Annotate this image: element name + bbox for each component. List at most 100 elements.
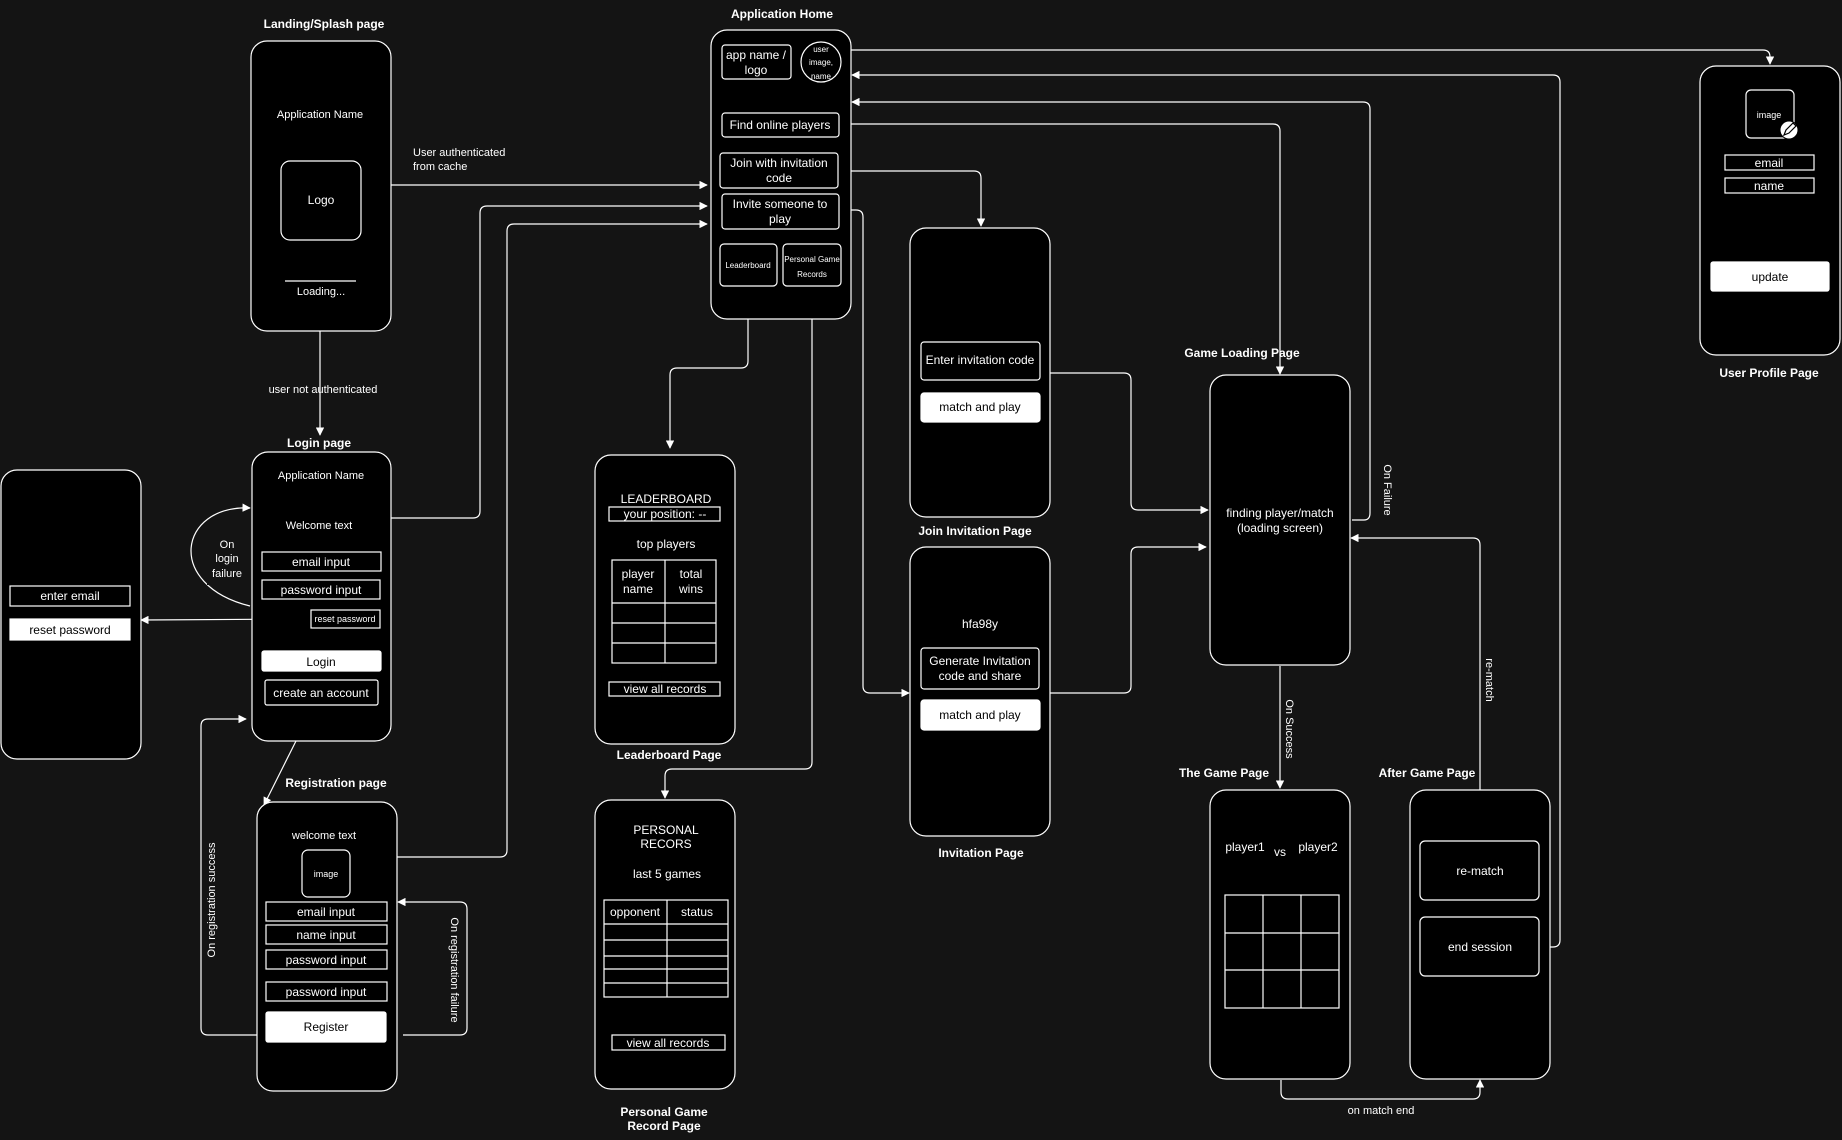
on-success-label-bg bbox=[1282, 695, 1298, 760]
after-game-page: re-match end session bbox=[1409, 789, 1551, 1080]
edge-label-rematch: re-match bbox=[1483, 658, 1495, 701]
game-page: player1 vs player2 bbox=[1209, 789, 1351, 1080]
player1-label: player1 bbox=[1225, 840, 1265, 854]
leaderboard-col-wins-2: wins bbox=[678, 582, 703, 596]
reset-email-label: enter email bbox=[40, 589, 99, 603]
invite-someone-button[interactable] bbox=[721, 193, 840, 230]
login-password-field[interactable] bbox=[261, 579, 381, 600]
personal-col-opponent: opponent bbox=[610, 905, 661, 919]
find-players-label: Find online players bbox=[730, 118, 831, 132]
registration-email-field[interactable] bbox=[265, 901, 388, 922]
edge-registration-success bbox=[200, 714, 257, 1036]
generate-invitation-label-2: code and share bbox=[939, 669, 1022, 683]
edge-label-match-end: on match end bbox=[1348, 1105, 1415, 1117]
personal-records-page: PERSONAL RECORS last 5 games opponent st… bbox=[594, 799, 736, 1090]
edge-registration-failure bbox=[397, 897, 468, 1036]
user-profile-page: image email name update bbox=[1699, 65, 1841, 356]
leaderboard-button[interactable] bbox=[719, 243, 778, 287]
page-titles: Landing/Splash page Application Home Log… bbox=[264, 7, 1819, 1133]
registration-password-label: password input bbox=[286, 953, 367, 967]
title-join-invite: Join Invitation Page bbox=[918, 524, 1032, 538]
profile-image-box[interactable] bbox=[1745, 89, 1795, 139]
leaderboard-col-player-2: name bbox=[623, 582, 653, 596]
title-landing: Landing/Splash page bbox=[264, 17, 385, 31]
edge-label-auth-cache-2: from cache bbox=[413, 161, 467, 173]
register-button[interactable] bbox=[265, 1011, 387, 1043]
registration-password-confirm-field[interactable] bbox=[265, 981, 388, 1002]
update-button[interactable] bbox=[1710, 261, 1830, 292]
login-email-label: email input bbox=[292, 555, 351, 569]
reset-email-field[interactable] bbox=[9, 585, 131, 607]
login-button-label: Login bbox=[306, 655, 335, 669]
loading-text-1: finding player/match bbox=[1226, 506, 1333, 520]
login-welcome: Welcome text bbox=[286, 520, 352, 532]
create-account-label: create an account bbox=[273, 686, 369, 700]
home-avatar-text-3: name bbox=[811, 72, 832, 81]
personal-view-all-button[interactable] bbox=[611, 1034, 726, 1051]
login-email-field[interactable] bbox=[261, 551, 382, 572]
personal-title-1: PERSONAL bbox=[633, 823, 699, 837]
title-after-game: After Game Page bbox=[1379, 766, 1476, 780]
player2-label: player2 bbox=[1298, 840, 1338, 854]
registration-password-confirm-label: password input bbox=[286, 985, 367, 999]
edge-labels: User authenticated from cache user not a… bbox=[203, 147, 1498, 1117]
personal-table: opponent status bbox=[603, 899, 729, 998]
end-session-button[interactable] bbox=[1419, 916, 1540, 977]
tic-tac-toe-board[interactable] bbox=[1224, 894, 1340, 1009]
personal-records-label-2: Records bbox=[797, 270, 827, 279]
title-personal-1: Personal Game bbox=[620, 1105, 708, 1119]
leaderboard-view-all-label: view all records bbox=[624, 682, 707, 696]
login-password-label: password input bbox=[281, 583, 362, 597]
update-button-label: update bbox=[1752, 270, 1789, 284]
leaderboard-col-player-1: player bbox=[622, 567, 655, 581]
reset-submit-button[interactable] bbox=[9, 618, 131, 641]
home-avatar-text-1: user bbox=[813, 45, 829, 54]
registration-email-label: email input bbox=[297, 905, 356, 919]
personal-records-button[interactable] bbox=[782, 243, 842, 287]
title-app-home: Application Home bbox=[731, 7, 833, 21]
landing-frame bbox=[250, 40, 392, 332]
join-code-label: Enter invitation code bbox=[926, 353, 1035, 367]
edge-label-reg-success: On registration success bbox=[206, 842, 218, 957]
join-match-button[interactable] bbox=[920, 392, 1041, 423]
home-logo-box bbox=[721, 44, 792, 80]
edge-label-login-fail-2: login bbox=[215, 553, 238, 565]
vs-label: vs bbox=[1274, 845, 1286, 859]
game-loading-page: finding player/match (loading screen) bbox=[1209, 374, 1351, 666]
registration-password-field[interactable] bbox=[265, 949, 388, 970]
login-app-name: Application Name bbox=[278, 470, 364, 482]
join-invitation-button[interactable] bbox=[719, 152, 839, 189]
reset-password-link[interactable] bbox=[310, 609, 381, 629]
title-game-loading: Game Loading Page bbox=[1184, 346, 1300, 360]
home-avatar[interactable] bbox=[800, 41, 842, 83]
edge-label-not-auth: user not authenticated bbox=[269, 384, 378, 396]
reset-password-label: reset password bbox=[314, 614, 375, 624]
leaderboard-top-players: top players bbox=[637, 537, 696, 551]
rematch-label-bg bbox=[1482, 650, 1498, 710]
generate-invitation-button[interactable] bbox=[920, 647, 1040, 690]
loading-frame bbox=[1209, 374, 1351, 666]
title-registration: Registration page bbox=[285, 776, 387, 790]
login-button[interactable] bbox=[261, 650, 382, 672]
edge-match-end bbox=[1280, 1079, 1485, 1100]
rematch-button[interactable] bbox=[1419, 840, 1540, 901]
invitation-match-label: match and play bbox=[939, 708, 1020, 722]
invite-someone-label-2: play bbox=[769, 212, 791, 226]
pencil-icon[interactable] bbox=[1779, 120, 1799, 140]
invitation-code: hfa98y bbox=[962, 617, 998, 631]
title-game: The Game Page bbox=[1179, 766, 1269, 780]
registration-name-field[interactable] bbox=[265, 924, 388, 945]
personal-subtitle: last 5 games bbox=[633, 867, 701, 881]
edge-label-login-fail-3: failure bbox=[212, 568, 242, 580]
invitation-match-button[interactable] bbox=[920, 699, 1041, 731]
leaderboard-view-all-button[interactable] bbox=[608, 681, 721, 697]
join-code-field[interactable] bbox=[920, 341, 1041, 381]
profile-name-field[interactable] bbox=[1724, 177, 1815, 194]
profile-email-field[interactable] bbox=[1724, 154, 1815, 171]
title-personal-2: Record Page bbox=[627, 1119, 701, 1133]
registration-image-box[interactable] bbox=[301, 849, 351, 898]
create-account-button[interactable] bbox=[264, 679, 379, 706]
find-players-button[interactable] bbox=[721, 112, 840, 138]
leaderboard-col-wins-1: total bbox=[680, 567, 703, 581]
landing-page: Application Name Logo Loading... bbox=[250, 40, 392, 332]
